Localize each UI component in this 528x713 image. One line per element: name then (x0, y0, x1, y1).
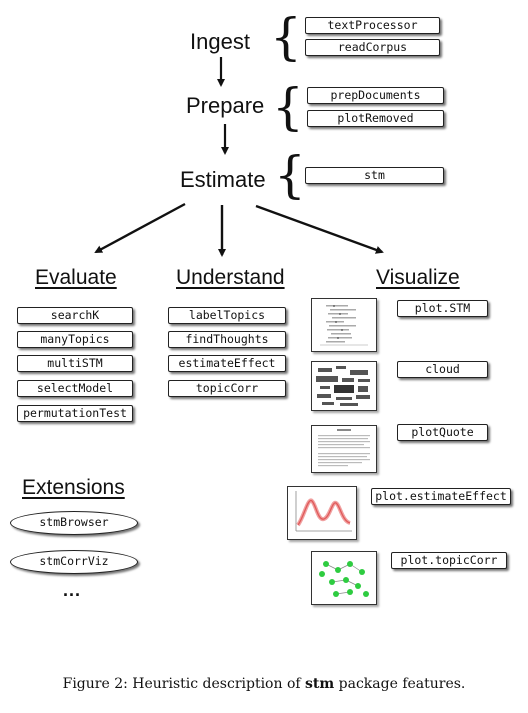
stage-estimate-label: Estimate (180, 167, 266, 192)
heading-visualize: Visualize (376, 266, 460, 289)
heading-evaluate: Evaluate (35, 266, 117, 289)
brace-estimate: { (274, 146, 306, 204)
brace-prepare: { (272, 78, 304, 136)
fn-permutationTest: permutationTest (17, 405, 133, 422)
fn-searchK: searchK (17, 307, 133, 324)
fn-plotQuote: plotQuote (397, 424, 488, 441)
fn-selectModel: selectModel (17, 380, 133, 397)
thumb-plotQuote (311, 425, 377, 473)
brace-ingest: { (270, 8, 302, 66)
fn-estimateEffect: estimateEffect (168, 355, 286, 372)
caption-suffix: package features. (334, 676, 466, 692)
arrow-estimate-to-evaluate (94, 202, 186, 254)
caption-bold: stm (305, 676, 335, 692)
extensions-more: ... (63, 580, 82, 600)
heading-understand: Understand (176, 266, 285, 289)
fn-plot-estimateEffect: plot.estimateEffect (371, 488, 511, 505)
fn-plotRemoved: plotRemoved (307, 110, 444, 127)
thumb-plot-topicCorr (311, 551, 377, 605)
caption-prefix: Figure 2: Heuristic description of (62, 676, 306, 692)
fn-prepDocuments: prepDocuments (307, 87, 444, 104)
fn-stm: stm (305, 167, 444, 184)
stage-prepare-label: Prepare (186, 93, 265, 118)
fn-topicCorr: topicCorr (168, 380, 286, 397)
fn-labelTopics: labelTopics (168, 307, 286, 324)
stage-ingest-label: Ingest (190, 29, 250, 54)
fn-cloud: cloud (397, 361, 488, 378)
figure-caption: Figure 2: Heuristic description of stm p… (0, 676, 528, 692)
arrow-estimate-to-visualize (255, 204, 384, 254)
ext-stmBrowser: stmBrowser (10, 511, 138, 535)
fn-manyTopics: manyTopics (17, 331, 133, 348)
thumb-cloud (311, 361, 377, 411)
fn-textProcessor: textProcessor (305, 17, 440, 34)
ext-stmCorrViz: stmCorrViz (10, 550, 138, 574)
fn-readCorpus: readCorpus (305, 39, 440, 56)
fn-multiSTM: multiSTM (17, 355, 133, 372)
thumb-plot-estimateEffect (287, 486, 357, 540)
fn-plot-STM: plot.STM (397, 300, 488, 317)
fn-plot-topicCorr: plot.topicCorr (391, 552, 507, 569)
heading-extensions: Extensions (22, 476, 125, 499)
fn-findThoughts: findThoughts (168, 331, 286, 348)
thumb-plot-stm (311, 298, 377, 352)
